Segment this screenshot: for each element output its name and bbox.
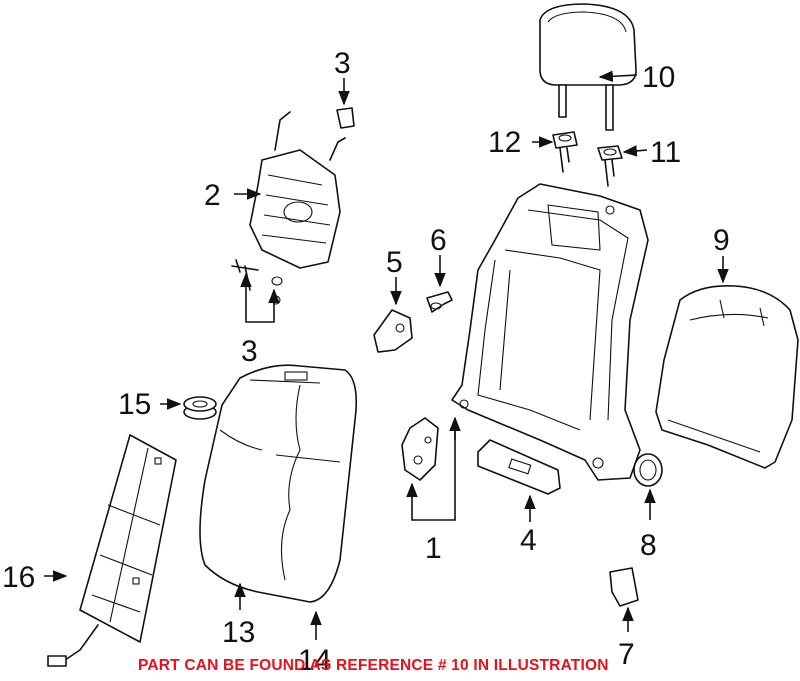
callout-4: 4 <box>520 524 537 557</box>
callout-9: 9 <box>713 224 730 257</box>
trim-panel-part[interactable] <box>477 439 561 495</box>
leader-lines <box>44 70 729 640</box>
callout-7: 7 <box>618 638 635 671</box>
seatback-panel-part[interactable] <box>655 284 799 469</box>
seat-heater-pad-part[interactable] <box>47 434 177 667</box>
clip-part-7[interactable] <box>609 567 639 607</box>
grommet-part[interactable] <box>183 396 217 420</box>
callout-13: 13 <box>222 616 255 649</box>
headrest-guide-right[interactable] <box>597 145 623 187</box>
callout-2: 2 <box>204 179 221 212</box>
clip-part-upper[interactable] <box>336 107 355 129</box>
headrest-part[interactable] <box>539 3 637 131</box>
recliner-mechanism-part[interactable] <box>401 417 439 481</box>
seatback-cushion-part[interactable] <box>199 364 358 603</box>
callout-16: 16 <box>2 561 35 594</box>
callout-10: 10 <box>642 61 675 94</box>
callout-3-lower: 3 <box>241 335 258 368</box>
callout-5: 5 <box>386 246 403 279</box>
lumbar-support-part[interactable] <box>249 111 346 269</box>
callout-14: 14 <box>298 644 331 677</box>
callout-15: 15 <box>118 388 151 421</box>
knob-part[interactable] <box>633 453 663 487</box>
bracket-part[interactable] <box>373 309 413 353</box>
seatback-frame-part[interactable] <box>451 183 649 481</box>
callout-11: 11 <box>650 136 681 169</box>
callout-12: 12 <box>488 126 521 159</box>
pin-part[interactable] <box>426 291 453 313</box>
callout-1: 1 <box>425 532 442 565</box>
callout-6: 6 <box>430 224 447 257</box>
reference-note: PART CAN BE FOUND AS REFERENCE # 10 IN I… <box>138 657 609 674</box>
callout-numbers: 10 11 12 3 2 3 5 6 9 15 1 4 8 16 13 14 7 <box>2 47 730 677</box>
callout-3-upper: 3 <box>334 47 351 80</box>
callout-8: 8 <box>640 529 657 562</box>
headrest-guide-left[interactable] <box>552 131 578 173</box>
